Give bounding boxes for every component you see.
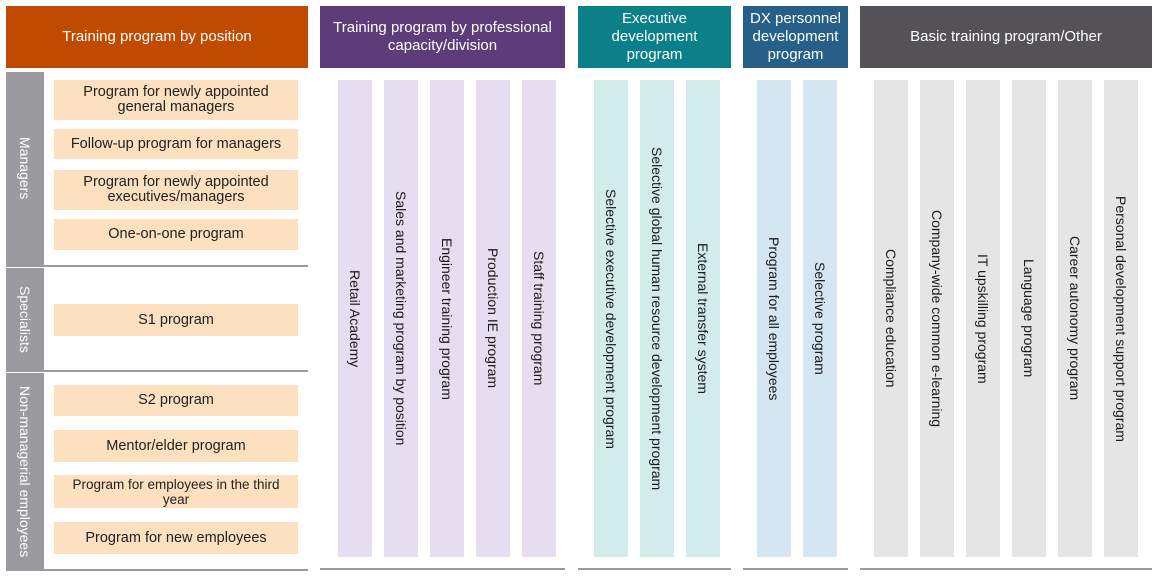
program-label: Production IE program bbox=[485, 248, 501, 389]
program-retail-academy: Retail Academy bbox=[338, 80, 372, 557]
category-specialists: Specialists bbox=[6, 268, 44, 370]
program-employees-third-year: Program for employees in the third year bbox=[54, 475, 298, 508]
program-selective-executive-development: Selective executive development program bbox=[594, 80, 628, 557]
program-selective-global-hr-development: Selective global human resource developm… bbox=[640, 80, 674, 557]
program-label: Company-wide common e-learning bbox=[929, 209, 945, 428]
category-specialists-label: Specialists bbox=[17, 285, 33, 353]
category-non-managerial: Non-managerial employees bbox=[6, 373, 44, 571]
program-external-transfer-system: External transfer system bbox=[686, 80, 720, 557]
section-baseline bbox=[320, 568, 565, 570]
program-mentor-elder: Mentor/elder program bbox=[54, 430, 298, 462]
program-label: Sales and marketing program by position bbox=[393, 191, 409, 446]
category-non-managerial-label: Non-managerial employees bbox=[17, 386, 33, 558]
program-production-ie: Production IE program bbox=[476, 80, 510, 557]
program-label: Program for all employees bbox=[766, 236, 782, 401]
header-dx-personnel-development: DX personnel development program bbox=[743, 6, 848, 68]
program-new-employees: Program for new employees bbox=[54, 522, 298, 554]
program-s2: S2 program bbox=[54, 385, 298, 416]
category-managers: Managers bbox=[6, 72, 44, 265]
program-career-autonomy: Career autonomy program bbox=[1058, 80, 1092, 557]
program-label: Personal development support program bbox=[1113, 195, 1129, 442]
program-label: Selective program bbox=[812, 262, 828, 375]
header-executive-development: Executive development program bbox=[578, 6, 731, 68]
program-label: Engineer training program bbox=[439, 237, 455, 400]
program-it-upskilling: IT upskilling program bbox=[966, 80, 1000, 557]
program-label: Career autonomy program bbox=[1067, 236, 1083, 401]
category-divider bbox=[6, 569, 308, 571]
program-staff-training: Staff training program bbox=[522, 80, 556, 557]
program-label: Selective executive development program bbox=[603, 188, 619, 449]
category-divider bbox=[6, 370, 308, 372]
program-follow-up-managers: Follow-up program for managers bbox=[54, 129, 298, 159]
header-training-by-professional-capacity: Training program by professional capacit… bbox=[320, 6, 565, 68]
header-basic-training: Basic training program/Other bbox=[860, 6, 1152, 68]
section-baseline bbox=[860, 568, 1152, 570]
header-training-by-position: Training program by position bbox=[6, 6, 308, 68]
program-language: Language program bbox=[1012, 80, 1046, 557]
program-label: Staff training program bbox=[531, 251, 547, 386]
program-label: Retail Academy bbox=[347, 269, 363, 368]
program-one-on-one: One-on-one program bbox=[54, 219, 298, 250]
section-baseline bbox=[578, 568, 731, 570]
program-label: Language program bbox=[1021, 259, 1037, 378]
program-label: Compliance education bbox=[883, 249, 899, 388]
program-label: External transfer system bbox=[695, 243, 711, 394]
program-newly-appointed-executives-managers: Program for newly appointed executives/m… bbox=[54, 170, 298, 210]
program-engineer-training: Engineer training program bbox=[430, 80, 464, 557]
category-managers-label: Managers bbox=[17, 137, 33, 200]
program-s1: S1 program bbox=[54, 304, 298, 336]
category-divider bbox=[6, 265, 308, 267]
program-sales-marketing-by-position: Sales and marketing program by position bbox=[384, 80, 418, 557]
program-dx-all-employees: Program for all employees bbox=[757, 80, 791, 557]
program-compliance-education: Compliance education bbox=[874, 80, 908, 557]
program-newly-appointed-general-managers: Program for newly appointed general mana… bbox=[54, 80, 298, 120]
section-baseline bbox=[743, 568, 848, 570]
program-personal-development-support: Personal development support program bbox=[1104, 80, 1138, 557]
program-dx-selective: Selective program bbox=[803, 80, 837, 557]
program-label: Selective global human resource developm… bbox=[649, 146, 665, 491]
program-company-wide-e-learning: Company-wide common e-learning bbox=[920, 80, 954, 557]
program-label: IT upskilling program bbox=[975, 253, 991, 384]
